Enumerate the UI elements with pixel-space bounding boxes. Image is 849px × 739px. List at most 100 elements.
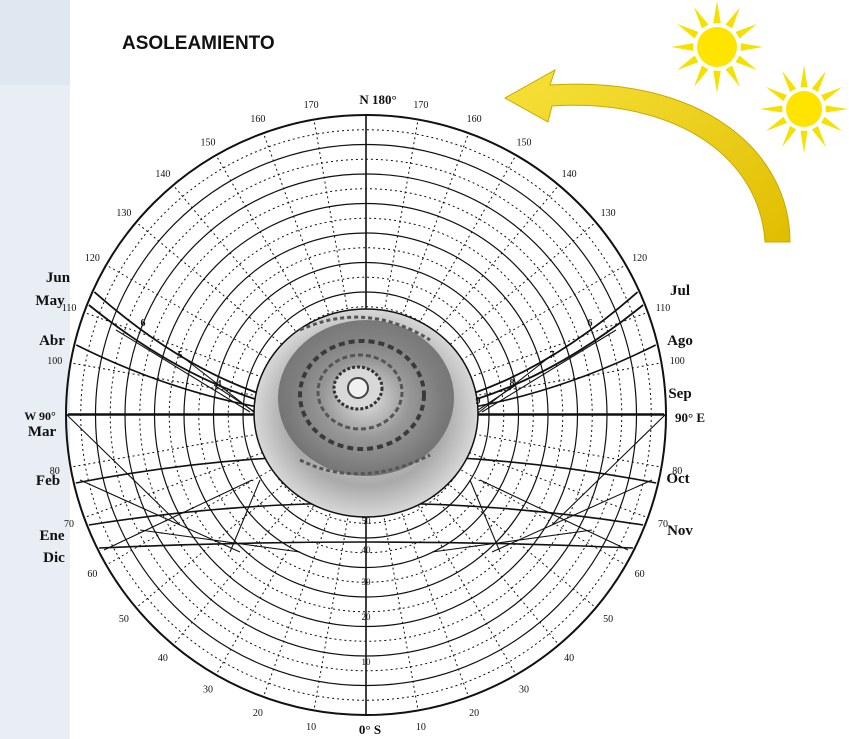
sun-ray — [811, 70, 826, 92]
altitude-label: 50 — [362, 516, 372, 526]
azimuth-label: 70 — [64, 519, 74, 530]
month-label: Dic — [43, 550, 65, 566]
month-label: Abr — [39, 333, 65, 349]
sun-path-curve — [99, 541, 633, 549]
azimuth-label: 70 — [658, 519, 668, 530]
hour-line — [229, 479, 261, 553]
sun-ray — [782, 70, 797, 92]
curved-arrow-icon — [503, 68, 791, 243]
month-label: Sep — [668, 386, 691, 402]
month-label: Jun — [46, 270, 71, 286]
azimuth-label: 160 — [467, 114, 482, 125]
azimuth-label: 20 — [469, 708, 479, 719]
azimuth-label: 150 — [201, 137, 216, 148]
hour-line — [115, 329, 251, 413]
month-label: Feb — [36, 473, 60, 489]
compass-east-label: 90° E — [675, 410, 705, 425]
azimuth-label: 130 — [116, 208, 131, 219]
azimuth-label: 130 — [601, 208, 616, 219]
sun-ray — [821, 116, 843, 131]
sun-ray — [811, 126, 826, 148]
hour-line — [469, 479, 501, 553]
sun-ray — [713, 70, 721, 93]
altitude-label: 10 — [362, 657, 372, 667]
compass-west-label: W 90° — [24, 409, 56, 423]
sun-ray — [825, 105, 848, 113]
hour-line — [481, 329, 617, 413]
sun-ray — [765, 87, 787, 102]
sun-ray — [782, 126, 797, 148]
month-label: Nov — [667, 523, 693, 539]
sun-ray — [760, 105, 783, 113]
sun-disc — [786, 91, 822, 127]
sun-ray — [671, 43, 694, 51]
azimuth-label: 10 — [306, 722, 316, 733]
azimuth-label: 110 — [656, 303, 671, 314]
hour-label: 5 — [178, 350, 183, 361]
azimuth-label: 60 — [635, 569, 645, 580]
sun-icon — [671, 1, 763, 93]
sun-ray — [765, 116, 787, 131]
month-label: Ago — [667, 333, 693, 349]
page-title: ASOLEAMIENTO — [122, 33, 275, 54]
sun-ray — [735, 55, 757, 70]
azimuth-label: 100 — [670, 356, 685, 367]
sun-ray — [677, 55, 699, 70]
month-label: Ene — [39, 528, 64, 544]
altitude-label: 40 — [362, 545, 372, 555]
hour-label: 7 — [550, 350, 555, 361]
hour-line — [471, 384, 517, 415]
hour-line — [477, 354, 553, 414]
sun-ray — [740, 43, 763, 51]
azimuth-label: 20 — [253, 708, 263, 719]
hour-line — [65, 413, 181, 526]
azimuth-label: 140 — [562, 169, 577, 180]
hour-label: 4 — [217, 379, 222, 390]
azimuth-label: 100 — [47, 356, 62, 367]
azimuth-label: 10 — [416, 722, 426, 733]
azimuth-label: 110 — [62, 303, 77, 314]
compass-south-label: 0° S — [359, 722, 381, 737]
azimuth-label: 30 — [203, 685, 213, 696]
month-label: Jul — [670, 283, 690, 299]
altitude-label: 30 — [362, 577, 372, 587]
azimuth-label: 40 — [564, 653, 574, 664]
azimuth-label: 170 — [304, 100, 319, 111]
sun-ray — [800, 130, 808, 153]
azimuth-label: 120 — [632, 253, 647, 264]
azimuth-label: 140 — [155, 169, 170, 180]
sun-ray — [677, 24, 699, 39]
sun-ray — [694, 65, 709, 87]
azimuth-label: 80 — [672, 466, 682, 477]
hour-label: 6 — [588, 318, 593, 329]
hour-label: 9 — [476, 396, 481, 407]
month-label: Mar — [28, 424, 57, 440]
month-label: Oct — [666, 471, 689, 487]
sun-ray — [735, 24, 757, 39]
sun-ray — [694, 7, 709, 29]
azimuth-label: 120 — [85, 253, 100, 264]
azimuth-label: 50 — [119, 614, 129, 625]
diagram-labels: N 180° 0° S 90° E W 90° JunMayAbrMarFebEneDi… — [24, 92, 705, 737]
sun-ray — [725, 65, 740, 87]
azimuth-label: 150 — [517, 137, 532, 148]
side-panel-lower — [0, 85, 70, 739]
hour-label: 6 — [141, 318, 146, 329]
sun-disc — [697, 27, 737, 67]
altitude-label: 20 — [362, 612, 372, 622]
sun-icon — [760, 65, 848, 153]
azimuth-label: 30 — [519, 685, 529, 696]
hour-line — [139, 529, 301, 553]
hour-line — [479, 479, 629, 551]
hour-line — [213, 384, 259, 415]
sun-ray — [713, 1, 721, 24]
azimuth-label: 60 — [87, 569, 97, 580]
hour-line — [103, 479, 253, 551]
site-photo — [253, 308, 479, 518]
azimuth-label: 160 — [250, 114, 265, 125]
azimuth-label: 170 — [413, 100, 428, 111]
compass-north-label: N 180° — [359, 92, 396, 107]
month-label: May — [35, 293, 65, 309]
azimuth-label: 50 — [603, 614, 613, 625]
